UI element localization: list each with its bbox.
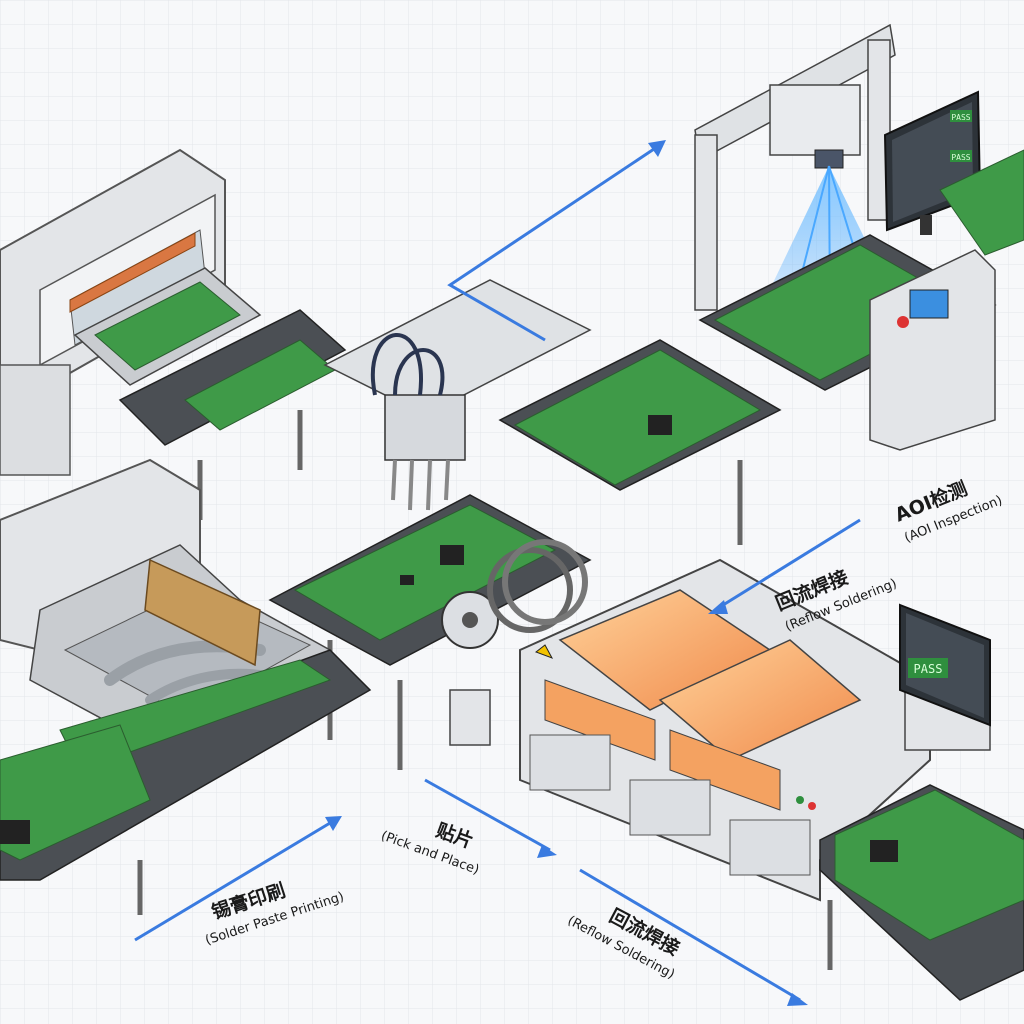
arrowhead-reflow-right <box>708 600 728 614</box>
arrowhead-printing <box>325 816 342 831</box>
top-printer-machine <box>0 148 226 476</box>
bottom-printer-machine <box>0 458 332 751</box>
top-conveyor <box>118 309 347 520</box>
flow-arrow-into-aoi <box>447 143 661 342</box>
right-monitor: PASS <box>899 603 991 751</box>
bottom-conveyor <box>0 649 372 915</box>
flow-arrow-printing <box>134 818 336 942</box>
exit-conveyor <box>819 784 1024 1001</box>
right-conveyor-top <box>939 149 1024 256</box>
aoi-tag-2: PASS <box>951 153 970 162</box>
arrowhead-into-aoi <box>648 140 666 157</box>
reel-feeder <box>441 539 588 746</box>
arrowhead-pick-place <box>537 845 557 858</box>
top-printer-pcb <box>73 267 262 386</box>
pass-status-label: PASS <box>914 662 943 676</box>
arrowhead-reflow-bottom <box>787 993 808 1006</box>
aoi-tag-1: PASS <box>951 113 970 122</box>
upper-conveyor <box>498 339 782 545</box>
reflow-oven <box>519 558 931 902</box>
middle-conveyor <box>268 494 592 770</box>
flow-arrow-pick-place <box>424 778 551 852</box>
aoi-machine <box>694 23 997 451</box>
pick-place-machine <box>323 279 592 511</box>
flow-arrow-reflow-bottom <box>579 868 801 1002</box>
flow-arrow-reflow-right <box>714 518 861 612</box>
